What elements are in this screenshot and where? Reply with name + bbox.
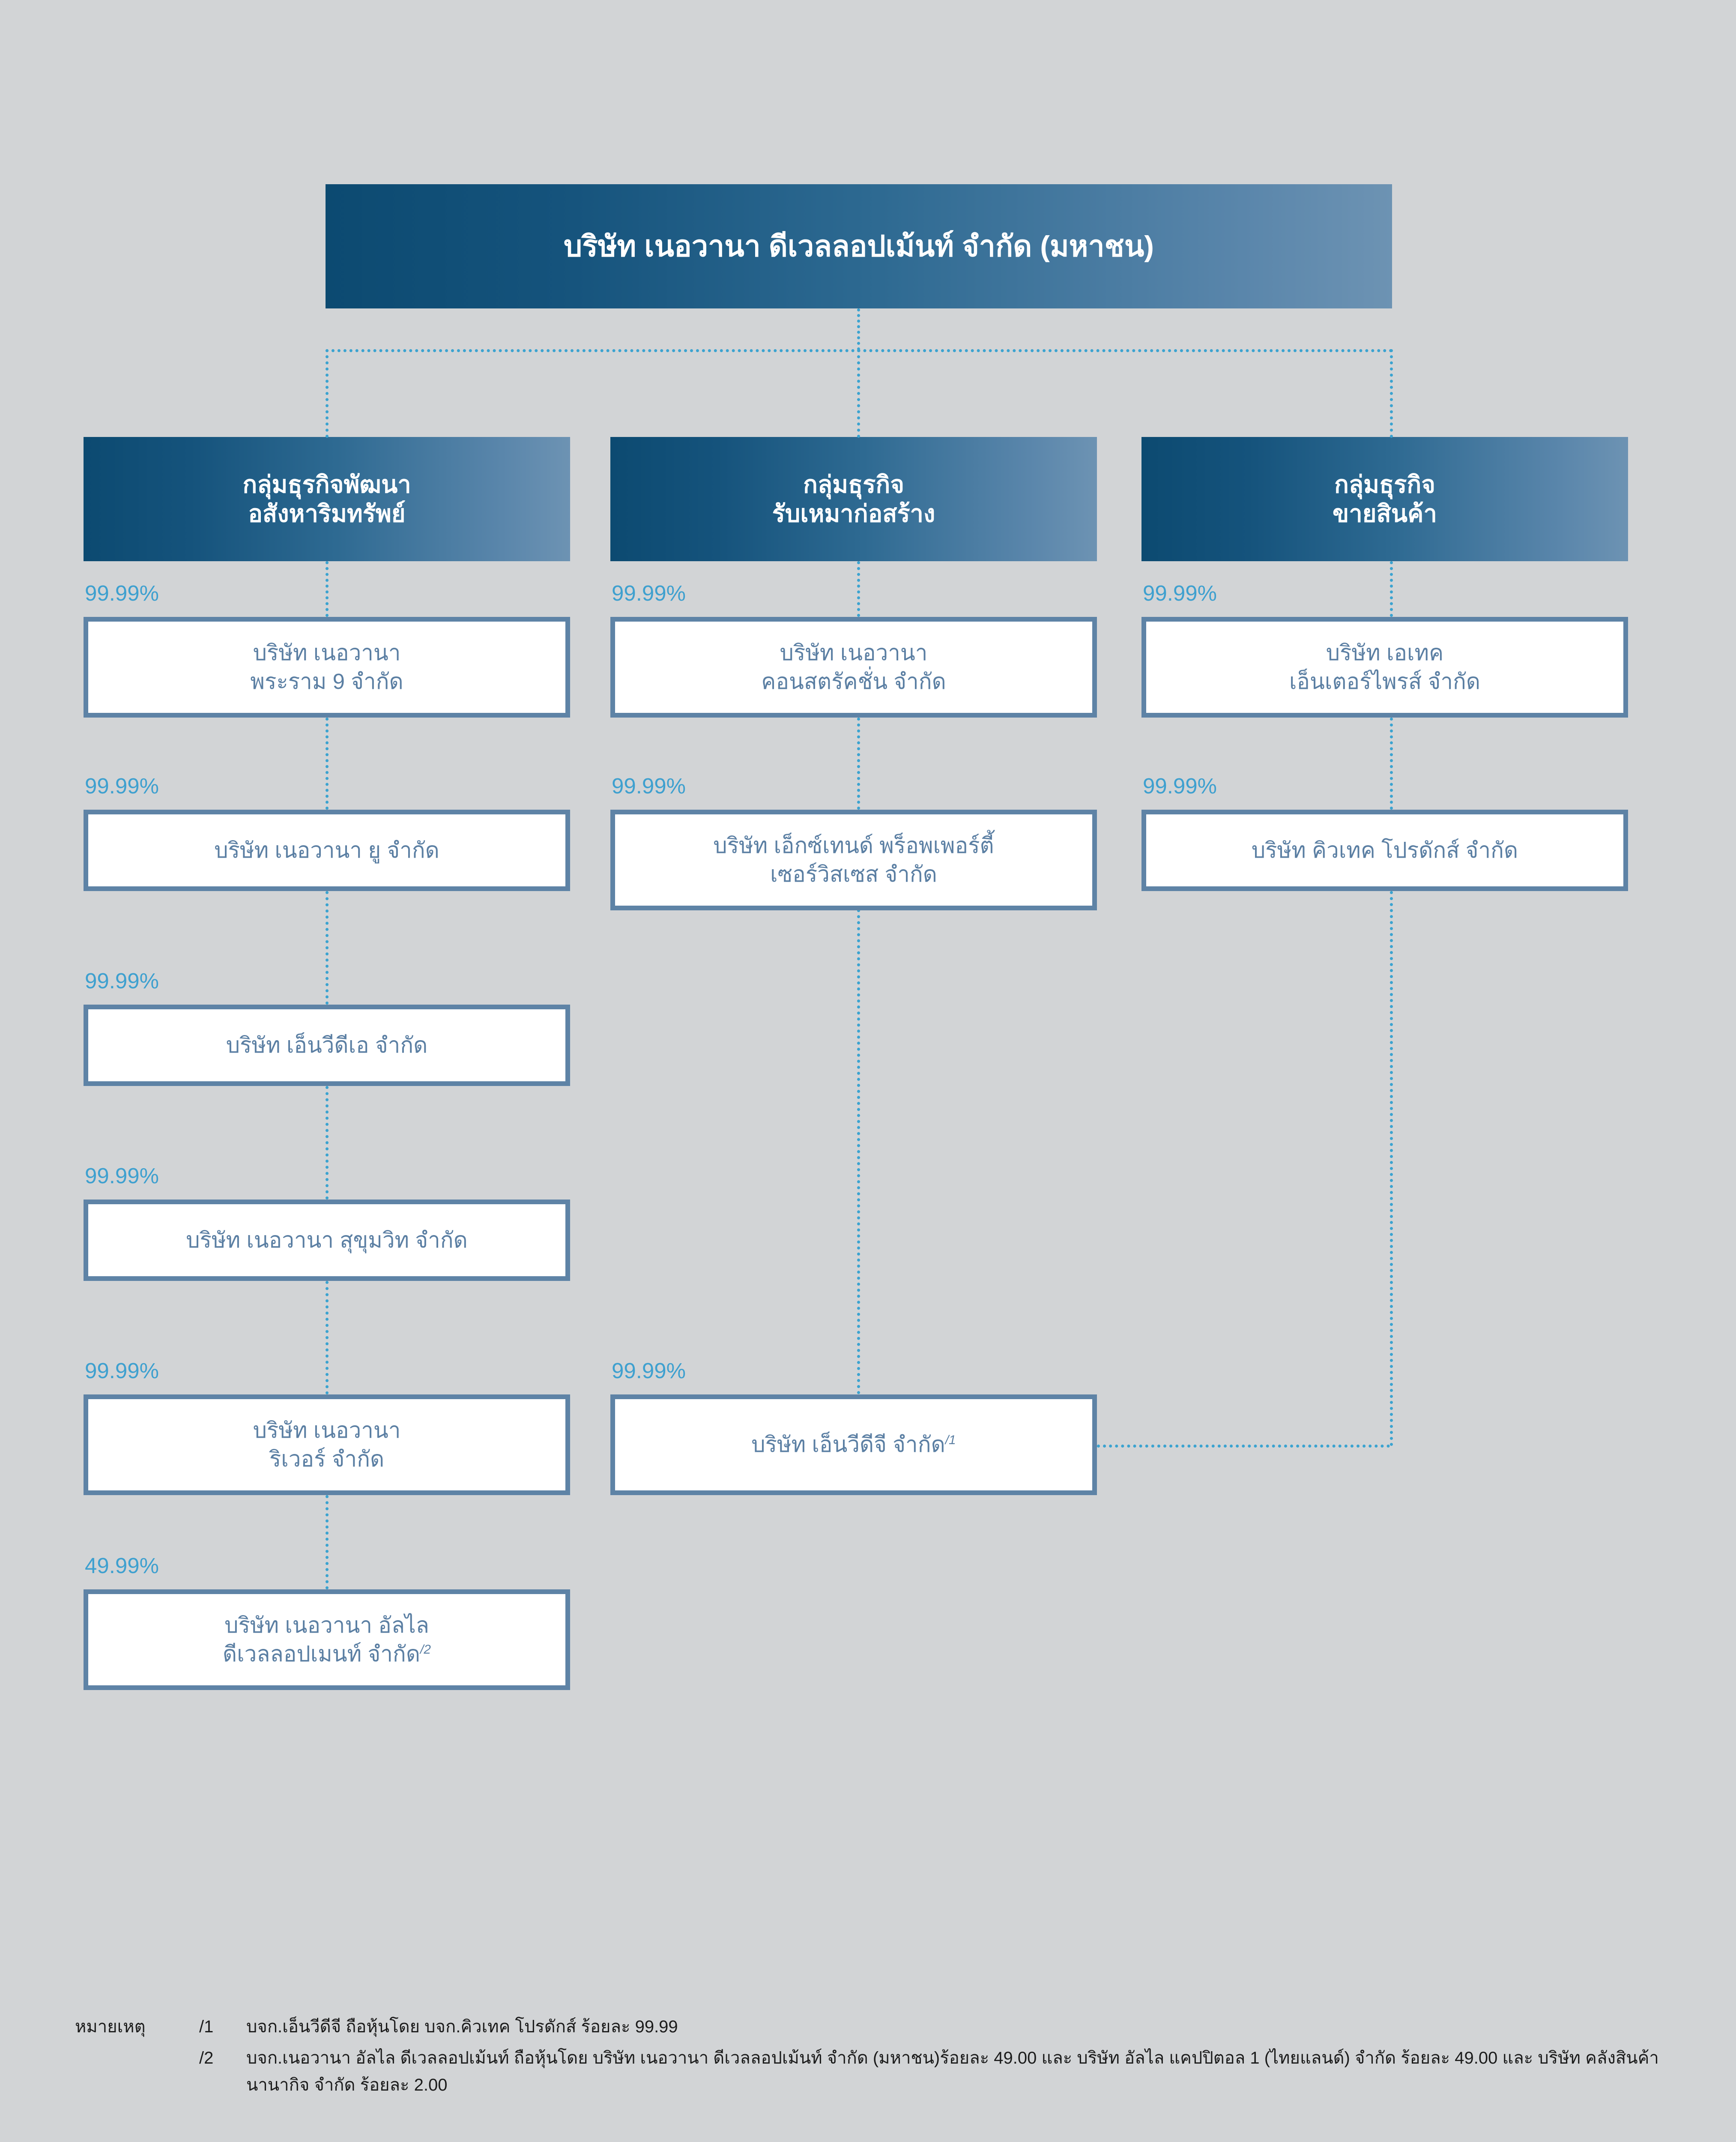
company-box: บริษัท เนอวานา อัลไล ดีเวลลอปเมนท์ จำกัด… [84, 1589, 570, 1690]
company-name-line2: คอนสตรัคชั่น จำกัด [761, 669, 946, 694]
connector-col1-seg4 [326, 1086, 329, 1200]
connector-col1-seg5 [326, 1281, 329, 1394]
connector-col3-seg3 [1390, 891, 1393, 1446]
connector-col3-seg1 [1390, 561, 1393, 617]
company-name: บริษัท เนอวานา พระราม 9 จำกัด [250, 639, 403, 696]
connector-col1-seg6 [326, 1495, 329, 1589]
group-header-line1: กลุ่มธุรกิจ [1334, 470, 1436, 498]
company-box: บริษัท เนอวานา สุขุมวิท จำกัด [84, 1200, 570, 1281]
company-name-line1: บริษัท เนอวานา [253, 1418, 401, 1443]
ownership-percent: 49.99% [85, 1553, 159, 1578]
ownership-percent: 99.99% [85, 969, 159, 993]
footnote-row: /2 บจก.เนอวานา อัลไล ดีเวลลอปเม้นท์ ถือห… [75, 2045, 1685, 2099]
company-box: บริษัท เนอวานา ริเวอร์ จำกัด [84, 1394, 570, 1495]
company-name: บริษัท เอ็นวีดีเอ จำกัด [226, 1032, 428, 1057]
footnotes-label: หมายเหตุ [75, 2017, 146, 2036]
company-name-line1: บริษัท เนอวานา [780, 640, 928, 665]
company-name: บริษัท เอเทค เอ็นเตอร์ไพรส์ จำกัด [1289, 639, 1480, 696]
ownership-percent: 99.99% [85, 1358, 159, 1383]
company-name-line1: บริษัท เอ็นวีดีจี จำกัด [751, 1432, 945, 1457]
footnote-text: บจก.เนอวานา อัลไล ดีเวลลอปเม้นท์ ถือหุ้น… [246, 2049, 1659, 2095]
connector-root-stem [857, 308, 860, 350]
company-name-line2: ดีเวลลอปเมนท์ จำกัด [223, 1641, 420, 1666]
connector-col1-seg3 [326, 891, 329, 1005]
company-name: บริษัท เอ็นวีดีจี จำกัด/1 [751, 1430, 956, 1459]
company-name: บริษัท เนอวานา สุขุมวิท จำกัด [186, 1227, 468, 1252]
connector-col2-seg1 [857, 561, 860, 617]
company-name-line1: บริษัท เนอวานา อัลไล [224, 1613, 429, 1638]
company-name: บริษัท คิวเทค โปรดักส์ จำกัด [1251, 838, 1518, 862]
company-box: บริษัท เอ็นวีดีเอ จำกัด [84, 1005, 570, 1086]
company-name: บริษัท เนอวานา อัลไล ดีเวลลอปเมนท์ จำกัด… [223, 1611, 431, 1668]
footnote-number: /2 [199, 2049, 214, 2068]
footnote-marker: /2 [420, 1642, 431, 1657]
connector-col3-seg2 [1390, 718, 1393, 810]
ownership-percent: 99.99% [85, 1164, 159, 1188]
ownership-percent: 99.99% [612, 1358, 686, 1383]
footnotes: หมายเหตุ /1 บจก.เอ็นวีดีจี ถือหุ้นโดย บจ… [75, 2013, 1685, 2099]
group-header-line1: กลุ่มธุรกิจพัฒนา [242, 470, 411, 498]
root-company-box: บริษัท เนอวานา ดีเวลลอปเม้นท์ จำกัด (มหา… [326, 184, 1392, 308]
footnote-text: บจก.เอ็นวีดีจี ถือหุ้นโดย บจก.คิวเทค โปร… [246, 2017, 678, 2036]
company-name-line2: ริเวอร์ จำกัด [269, 1446, 385, 1471]
ownership-percent: 99.99% [612, 581, 686, 605]
ownership-percent: 99.99% [1143, 581, 1217, 605]
footnote-row: หมายเหตุ /1 บจก.เอ็นวีดีจี ถือหุ้นโดย บจ… [75, 2013, 1685, 2040]
connector-bus-to-group3 [1390, 349, 1393, 438]
root-company-name: บริษัท เนอวานา ดีเวลลอปเม้นท์ จำกัด (มหา… [564, 230, 1154, 263]
connector-bus-to-group2 [857, 349, 860, 438]
company-name-line1: บริษัท เอ็กซ์เทนด์ พร็อพเพอร์ตี้ [713, 833, 994, 858]
group-header-label: กลุ่มธุรกิจ ขายสินค้า [1333, 470, 1437, 529]
company-box: บริษัท เอ็นวีดีจี จำกัด/1 [610, 1394, 1097, 1495]
footnote-marker: /1 [945, 1433, 956, 1448]
company-name-line1: บริษัท เนอวานา [253, 640, 401, 665]
company-name-line2: พระราม 9 จำกัด [250, 669, 403, 694]
group-header-construction: กลุ่มธุรกิจ รับเหมาก่อสร้าง [610, 437, 1097, 561]
group-header-label: กลุ่มธุรกิจพัฒนา อสังหาริมทรัพย์ [242, 470, 411, 529]
company-box: บริษัท เนอวานา ยู จำกัด [84, 810, 570, 891]
group-header-line2: ขายสินค้า [1333, 500, 1437, 527]
company-name-line2: เซอร์วิสเซส จำกัด [770, 862, 937, 886]
company-box: บริษัท เอ็กซ์เทนด์ พร็อพเพอร์ตี้ เซอร์วิ… [610, 810, 1097, 910]
company-name: บริษัท เอ็กซ์เทนด์ พร็อพเพอร์ตี้ เซอร์วิ… [713, 832, 994, 889]
group-header-property-development: กลุ่มธุรกิจพัฒนา อสังหาริมทรัพย์ [84, 437, 570, 561]
group-header-label: กลุ่มธุรกิจ รับเหมาก่อสร้าง [772, 470, 935, 529]
connector-col2-seg3 [857, 891, 860, 1394]
connector-col1-seg1 [326, 561, 329, 617]
company-box: บริษัท คิวเทค โปรดักส์ จำกัด [1141, 810, 1628, 891]
ownership-percent: 99.99% [85, 581, 159, 605]
group-header-trading: กลุ่มธุรกิจ ขายสินค้า [1141, 437, 1628, 561]
ownership-percent: 99.99% [1143, 774, 1217, 798]
connector-col2-seg2 [857, 718, 860, 810]
connector-bus-to-group1 [326, 349, 329, 438]
company-box: บริษัท เนอวานา คอนสตรัคชั่น จำกัด [610, 617, 1097, 718]
company-name: บริษัท เนอวานา คอนสตรัคชั่น จำกัด [761, 639, 946, 696]
group-header-line1: กลุ่มธุรกิจ [803, 470, 905, 498]
company-box: บริษัท เอเทค เอ็นเตอร์ไพรส์ จำกัด [1141, 617, 1628, 718]
company-box: บริษัท เนอวานา พระราม 9 จำกัด [84, 617, 570, 718]
connector-nvdg-to-qtech [1097, 1445, 1390, 1448]
ownership-percent: 99.99% [85, 774, 159, 798]
group-header-line2: อสังหาริมทรัพย์ [248, 500, 406, 527]
company-name: บริษัท เนอวานา ริเวอร์ จำกัด [253, 1416, 401, 1473]
ownership-percent: 99.99% [612, 774, 686, 798]
connector-col1-seg2 [326, 718, 329, 810]
company-name-line2: เอ็นเตอร์ไพรส์ จำกัด [1289, 669, 1480, 694]
company-name: บริษัท เนอวานา ยู จำกัด [214, 838, 439, 862]
group-header-line2: รับเหมาก่อสร้าง [772, 500, 935, 527]
company-name-line1: บริษัท เอเทค [1326, 640, 1444, 665]
footnote-number: /1 [199, 2017, 214, 2036]
